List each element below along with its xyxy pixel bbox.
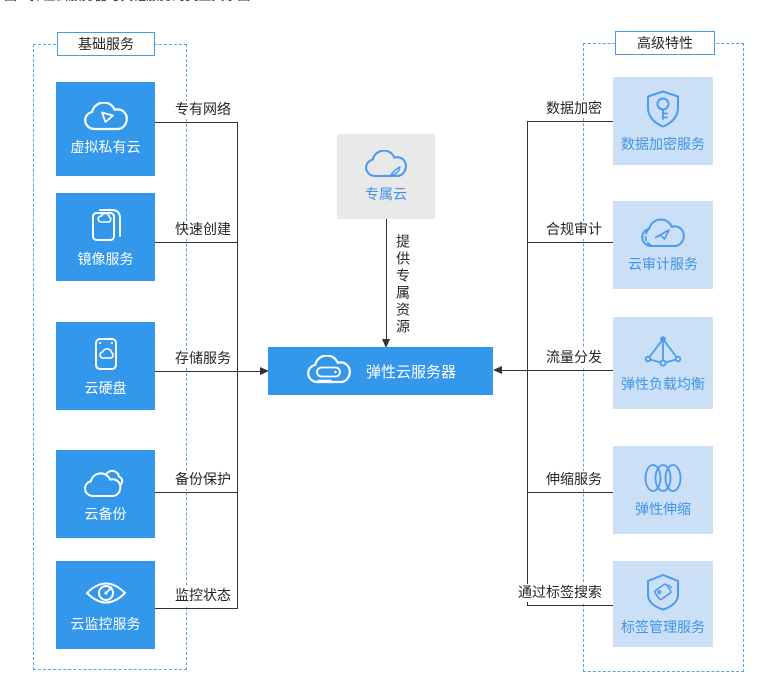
node-elb: 弹性负载均衡 <box>613 317 713 409</box>
arrowhead-into-ecs-right <box>493 366 502 374</box>
node-label: 标签管理服务 <box>621 619 705 636</box>
node-label: 云备份 <box>84 507 127 523</box>
shield-tags-icon <box>644 573 682 611</box>
edge-label-storage-service: 存储服务 <box>173 350 233 368</box>
edge-label-search-by-tag: 通过标签搜索 <box>516 584 604 602</box>
edge-label-monitor-status: 监控状态 <box>173 587 233 605</box>
node-label: 专属云 <box>365 187 407 203</box>
node-cts: 云审计服务 <box>613 201 713 289</box>
figure-caption-text: 图1 弹性云服务器与其他服务的交互关系图 <box>4 0 424 6</box>
vpc-cloud-icon <box>83 102 129 131</box>
connector-line <box>527 121 613 122</box>
node-tms: 标签管理服务 <box>613 561 713 647</box>
node-label: 数据加密服务 <box>621 136 705 153</box>
figure-caption: 图1 弹性云服务器与其他服务的交互关系图 <box>4 0 424 6</box>
eye-gauge-icon <box>85 578 127 608</box>
edge-label-fast-creation: 快速创建 <box>173 221 233 239</box>
node-ims: 镜像服务 <box>56 193 155 281</box>
node-label: 弹性伸缩 <box>635 501 691 518</box>
arrowhead-into-ecs-top <box>382 339 390 348</box>
left-bus-line <box>237 122 238 609</box>
shield-key-icon <box>645 90 681 128</box>
node-label: 镜像服务 <box>77 251 134 268</box>
connector-line <box>155 371 260 372</box>
node-label: 云硬盘 <box>84 380 127 397</box>
node-vpc: 虚拟私有云 <box>56 82 155 176</box>
connector-line <box>155 242 237 243</box>
cloud-fold-icon <box>364 150 408 178</box>
node-label: 弹性云服务器 <box>365 362 456 381</box>
connector-line <box>527 605 613 606</box>
pyramid-network-icon <box>641 334 685 368</box>
node-cbr: 云备份 <box>56 450 155 538</box>
edge-label-data-encryption: 数据加密 <box>544 100 604 118</box>
connector-line <box>502 370 613 371</box>
node-ecs: 弹性云服务器 <box>268 347 493 395</box>
node-dedicated-cloud: 专属云 <box>337 134 435 219</box>
disk-cloud-icon <box>89 336 123 372</box>
right-bus-line <box>527 121 528 606</box>
connector-line <box>155 608 237 609</box>
arrowhead-into-ecs-left <box>260 367 269 375</box>
dedicated-cloud-line <box>386 219 387 339</box>
node-label: 虚拟私有云 <box>70 140 141 156</box>
advanced-features-title: 高级特性 <box>615 31 715 55</box>
node-label: 云监控服务 <box>70 616 141 633</box>
node-as: 弹性伸缩 <box>613 446 713 534</box>
basic-services-title: 基础服务 <box>57 32 155 56</box>
connector-line <box>527 242 613 243</box>
node-label: 弹性负载均衡 <box>621 376 705 393</box>
node-evs: 云硬盘 <box>56 322 155 410</box>
cloud-server-icon <box>305 354 353 388</box>
connector-line <box>527 492 613 493</box>
edge-label-scaling-service: 伸缩服务 <box>544 471 604 489</box>
cloud-paper-plane-icon <box>640 218 686 248</box>
connector-line <box>155 492 237 493</box>
node-dew: 数据加密服务 <box>613 77 713 165</box>
node-ces: 云监控服务 <box>56 561 155 649</box>
edge-label-compliance-audit: 合规审计 <box>544 221 604 239</box>
edge-label-private-network: 专有网络 <box>173 101 233 119</box>
connector-line <box>155 122 237 123</box>
edge-label-traffic-distribution: 流量分发 <box>544 349 604 367</box>
double-cloud-icon <box>83 465 129 498</box>
waves-icon <box>640 463 686 493</box>
edge-label-backup-protection: 备份保护 <box>173 471 233 489</box>
edge-label-dedicated-resources: 提供专属资源 <box>394 234 410 336</box>
node-label: 云审计服务 <box>628 256 698 273</box>
image-documents-icon <box>89 207 123 243</box>
